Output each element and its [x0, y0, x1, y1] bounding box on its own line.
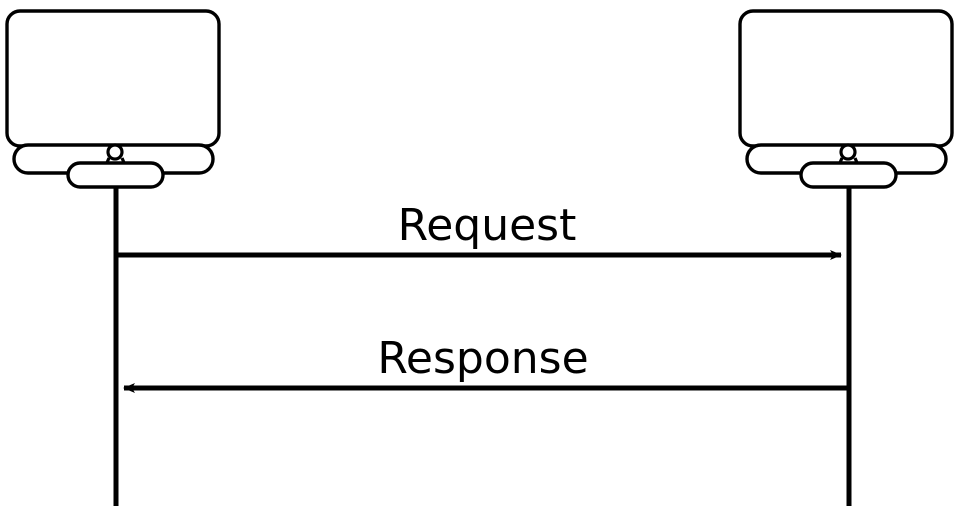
message-response[interactable]: Response — [123, 333, 849, 393]
message-request-label: Request — [398, 200, 577, 251]
monitor-screen — [5, 9, 221, 148]
participant-client[interactable] — [5, 9, 221, 506]
computer-monitor-icon — [5, 9, 221, 189]
message-response-label: Response — [377, 333, 588, 384]
monitor-stand-joint — [839, 143, 857, 161]
monitor-stand-joint — [106, 143, 124, 161]
message-request[interactable]: Request — [116, 200, 842, 260]
computer-monitor-icon — [738, 9, 954, 189]
monitor-screen — [738, 9, 954, 148]
monitor-base — [66, 161, 165, 189]
monitor-base — [799, 161, 898, 189]
participant-server[interactable] — [738, 9, 954, 506]
